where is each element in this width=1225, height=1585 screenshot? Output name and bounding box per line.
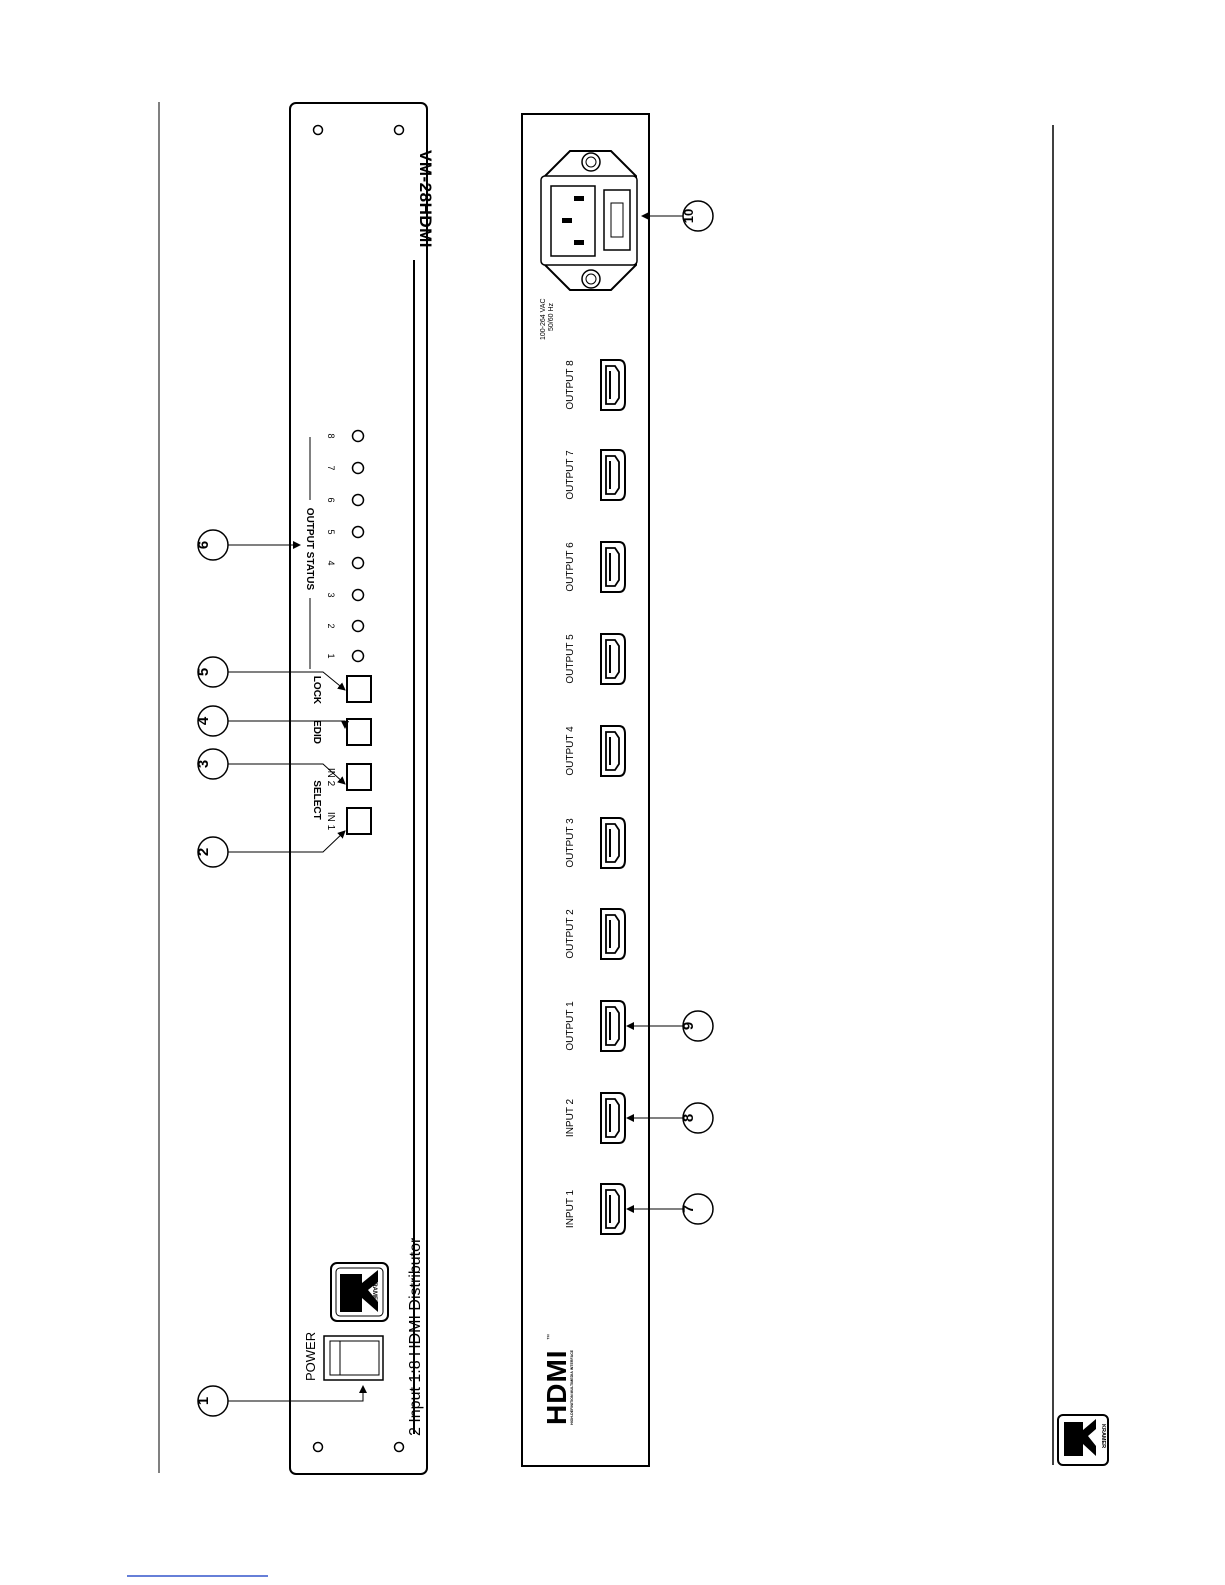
output-status-number: 2	[326, 623, 336, 628]
hdmi-port-inner	[606, 640, 619, 678]
output-status-number: 6	[326, 497, 336, 502]
callout-number: 4	[195, 716, 212, 725]
output-status-led-5	[353, 527, 364, 538]
hdmi-port-inner	[606, 548, 619, 586]
callout-number: 5	[195, 668, 212, 676]
kramer-logo-front: KRAMER	[331, 1263, 388, 1321]
output-status-label: OUTPUT STATUS	[304, 508, 315, 591]
callout-number: 10	[681, 209, 696, 223]
port-label: INPUT 2	[565, 1098, 576, 1137]
power-label: POWER	[303, 1332, 318, 1381]
hdmi-port-inner	[606, 1190, 619, 1228]
port-label: OUTPUT 6	[565, 542, 576, 592]
power-switch-rocker	[330, 1341, 379, 1375]
port-label: OUTPUT 1	[565, 1001, 576, 1051]
hdmi-port-inner	[606, 1099, 619, 1137]
hdmi-tagline: HIGH-DEFINITION MULTIMEDIA INTERFACE	[570, 1349, 574, 1425]
select-in2-button[interactable]	[347, 764, 371, 790]
hdmi-tm: ™	[546, 1334, 553, 1340]
port-label: INPUT 1	[565, 1189, 576, 1228]
front-panel: VM-28HDMI 2 Input 1:8 HDMI Distributor P…	[290, 103, 435, 1474]
model-label: VM-28HDMI	[416, 150, 435, 248]
output-status-led-7	[353, 463, 364, 474]
output-status-number: 5	[326, 529, 336, 534]
hdmi-port-inner	[606, 456, 619, 494]
mounting-hole	[395, 1443, 404, 1452]
hdmi-port-inner	[606, 732, 619, 770]
iec-socket	[551, 186, 595, 256]
callout-number: 7	[680, 1205, 697, 1213]
hdmi-port-inner	[606, 366, 619, 404]
output-status-number: 8	[326, 433, 336, 438]
callout-number: 2	[195, 848, 212, 856]
frequency-label: 50/60 Hz	[548, 302, 555, 331]
output-status-number: 4	[326, 560, 336, 565]
hdmi-port-inner	[606, 824, 619, 862]
hdmi-port-inner	[606, 915, 619, 953]
socket-pin	[574, 196, 584, 201]
mounting-hole	[314, 126, 323, 135]
port-label: OUTPUT 7	[565, 450, 576, 500]
hdmi-logo-text: HDMI	[541, 1349, 572, 1425]
port-label: OUTPUT 5	[565, 634, 576, 684]
output-status-led-8	[353, 431, 364, 442]
kramer-logo-footer-text: KRAMER	[1100, 1424, 1106, 1448]
output-status-led-6	[353, 495, 364, 506]
power-inlet	[541, 151, 637, 290]
select-label: SELECT	[311, 780, 322, 819]
callout-number: 1	[195, 1397, 212, 1405]
edid-label: EDID	[311, 720, 322, 744]
callout-number: 3	[195, 760, 212, 768]
output-status-led-1	[353, 651, 364, 662]
kramer-logo-footer: KRAMER	[1058, 1415, 1108, 1465]
mounting-hole	[314, 1443, 323, 1452]
in1-label: IN 1	[325, 812, 336, 831]
output-status-number: 7	[326, 465, 336, 470]
output-status-led-2	[353, 621, 364, 632]
select-in1-button[interactable]	[347, 808, 371, 834]
output-status-number: 3	[326, 592, 336, 597]
socket-pin	[562, 218, 572, 223]
port-label: OUTPUT 2	[565, 909, 576, 959]
lock-label: LOCK	[311, 676, 322, 705]
lock-button[interactable]	[347, 676, 371, 702]
callout-number: 6	[195, 541, 212, 549]
port-label: OUTPUT 4	[565, 726, 576, 776]
port-label: OUTPUT 8	[565, 360, 576, 410]
rear-panel: 100-264 VAC 50/60 Hz INPUT 1 INPUT 2 OUTPU…	[522, 114, 649, 1466]
output-status-number: 1	[326, 653, 336, 658]
output-status-led-3	[353, 590, 364, 601]
callout-number: 9	[680, 1022, 697, 1030]
mounting-hole	[395, 126, 404, 135]
voltage-label: 100-264 VAC	[540, 298, 547, 340]
socket-pin	[574, 240, 584, 245]
port-label: OUTPUT 3	[565, 818, 576, 868]
description-label: 2 Input 1:8 HDMI Distributor	[407, 1237, 424, 1436]
hdmi-port-inner	[606, 1007, 619, 1045]
callout-number: 8	[680, 1114, 697, 1122]
output-status-led-4	[353, 558, 364, 569]
edid-button[interactable]	[347, 719, 371, 745]
kramer-logo-front-text: KRAMER	[371, 1278, 377, 1305]
